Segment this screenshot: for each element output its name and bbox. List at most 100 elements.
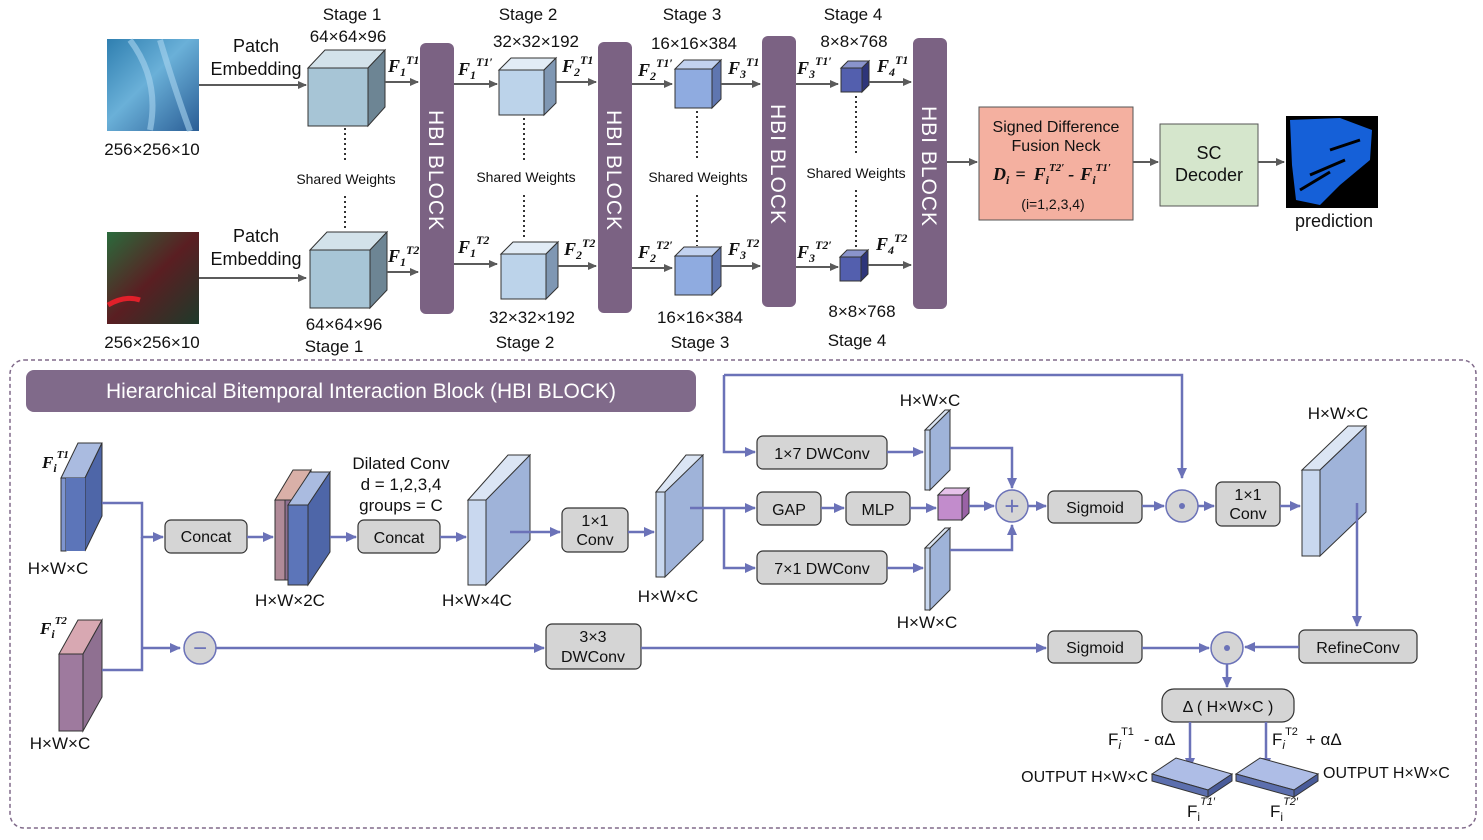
stage1-dim-bottom: 64×64×96 — [306, 315, 383, 334]
hbi-block-4: HBI BLOCK — [913, 38, 947, 309]
slab-dw17 — [923, 408, 952, 492]
decoder-label-1: SC — [1196, 143, 1221, 163]
stage4-dim-bottom: 8×8×768 — [828, 302, 895, 321]
hbi-block-2-label: HBI BLOCK — [602, 110, 625, 231]
hbi-block-2: HBI BLOCK — [598, 42, 632, 313]
f2-t2-label: F2T2 — [563, 236, 595, 262]
hbi-block-3: HBI BLOCK — [762, 36, 796, 307]
f3-t2p-label: F3T2′ — [796, 238, 832, 265]
multiply-op-1-dot — [1179, 503, 1185, 509]
hbi-block-4-label: HBI BLOCK — [917, 106, 940, 227]
stage3-cube-bottom — [673, 245, 723, 297]
patch-label-bottom: Patch — [233, 226, 279, 246]
output-plate-left — [1150, 757, 1234, 798]
out-left-symbol: FiT1′ — [1187, 796, 1216, 824]
stage4-label-bottom: Stage 4 — [828, 331, 887, 350]
concat-label-1: Concat — [181, 529, 232, 546]
wire-split-top — [722, 375, 756, 457]
output-right-label: OUTPUT H×W×C — [1323, 765, 1450, 782]
stage3-dim-top: 16×16×384 — [651, 34, 737, 53]
output-left-label: OUTPUT H×W×C — [1021, 769, 1148, 786]
f2-t2p-label: F2T2′ — [637, 238, 673, 265]
dw33-label-b: DWConv — [561, 649, 625, 666]
hbi-title-bar — [26, 370, 696, 412]
conv1x1-label-1a: 1×1 — [581, 513, 608, 530]
slab-4c-dim: H×W×4C — [442, 591, 512, 610]
stage2-cube-bottom — [499, 240, 560, 301]
hbi-detail: Hierarchical Bitemporal Interaction Bloc… — [9, 359, 1477, 829]
conv1x1-label-2a: 1×1 — [1234, 487, 1261, 504]
input-fi-t1-slab — [60, 442, 103, 552]
hbi-block-1-label: HBI BLOCK — [424, 110, 447, 231]
minus-symbol: − — [193, 635, 207, 662]
shared-weights-3: Shared Weights — [648, 169, 747, 185]
input-image-t2 — [107, 232, 199, 324]
f3-t1-label: F3T1 — [727, 55, 759, 81]
plus-symbol: + — [1004, 491, 1019, 521]
wire-dw71-to-plus — [950, 524, 1017, 552]
stage4-dim-top: 8×8×768 — [820, 32, 887, 51]
f4-t2-label: F4T2 — [875, 231, 907, 257]
stage2-label-top: Stage 2 — [499, 5, 558, 24]
f1-t1p-label: F1T1′ — [457, 55, 493, 82]
mlp-label: MLP — [862, 502, 895, 519]
f3-t1p-label: F3T1′ — [796, 54, 832, 81]
input-size-bottom: 256×256×10 — [104, 333, 200, 352]
embedding-label-bottom: Embedding — [210, 249, 301, 269]
stage2-dim-bottom: 32×32×192 — [489, 308, 575, 327]
mlp-output-cube — [936, 486, 971, 522]
out-left-formula: FiT1- αΔ — [1108, 726, 1175, 752]
stage2-cube-top — [497, 56, 558, 117]
input-fi-t2-dim: H×W×C — [30, 734, 90, 753]
conv1x1-label-2b: Conv — [1229, 506, 1266, 523]
stage4-cube-bottom — [838, 248, 870, 283]
signed-difference-fusion-neck: Signed Difference Fusion Neck Di=FiT2′-F… — [978, 106, 1134, 221]
sc-decoder: SC Decoder — [1159, 123, 1259, 207]
hbi-block-3-label: HBI BLOCK — [766, 104, 789, 225]
stage1-dim-top: 64×64×96 — [310, 27, 387, 46]
stage4-label-top: Stage 4 — [824, 5, 883, 24]
f1-t2p-label: F1T2 — [457, 233, 489, 260]
stage2-dim-top: 32×32×192 — [493, 32, 579, 51]
decoder-label-2: Decoder — [1175, 165, 1243, 185]
dilated-label-1: Dilated Conv — [352, 454, 450, 473]
stage1-cube-bottom — [308, 230, 389, 310]
delta-label: Δ ( H×W×C ) — [1183, 699, 1274, 716]
multiply-op-2-dot — [1224, 645, 1230, 651]
slab-dw71-dim: H×W×C — [897, 613, 957, 632]
neck-title-1: Signed Difference — [993, 119, 1120, 136]
slab-4c — [466, 453, 532, 587]
slab-out-dim: H×W×C — [1308, 404, 1368, 423]
shared-weights-1: Shared Weights — [296, 171, 395, 187]
f3-t2-label: F3T2 — [727, 236, 759, 262]
wire-t1-to-concat — [102, 501, 164, 542]
dw17-label: 1×7 DWConv — [774, 446, 870, 463]
hbi-title: Hierarchical Bitemporal Interaction Bloc… — [106, 380, 616, 403]
dw71-label: 7×1 DWConv — [774, 561, 870, 578]
wire-t2-to-concat — [102, 537, 144, 672]
input-fi-t1-dim: H×W×C — [28, 559, 88, 578]
input-fi-t2-slab — [58, 618, 103, 733]
shared-weights-2: Shared Weights — [476, 169, 575, 185]
hbi-block-1: HBI BLOCK — [420, 43, 454, 314]
input-fi-t1-label: FiT1 — [41, 449, 69, 475]
prediction-image — [1286, 116, 1378, 208]
output-plate-right — [1234, 757, 1320, 798]
gap-label: GAP — [772, 502, 806, 519]
delta-box — [1161, 688, 1295, 723]
f2-t1p-label: F2T1′ — [637, 56, 673, 83]
out-right-symbol: FiT2′ — [1270, 796, 1299, 824]
stage3-label-bottom: Stage 3 — [671, 333, 730, 352]
stage3-dim-bottom: 16×16×384 — [657, 308, 743, 327]
top-pipeline: 256×256×10 256×256×10 Patch Embedding Pa… — [104, 5, 1378, 356]
stage1-cube-top — [306, 48, 387, 128]
dw33-label-a: 3×3 — [579, 629, 606, 646]
prediction-label: prediction — [1295, 211, 1373, 231]
f2-t1-label: F2T1 — [561, 53, 593, 79]
neck-title-2: Fusion Neck — [1012, 138, 1102, 155]
hbi-detail-frame — [9, 359, 1477, 829]
dw33-box — [545, 623, 642, 670]
concat-label-2: Concat — [374, 530, 425, 547]
